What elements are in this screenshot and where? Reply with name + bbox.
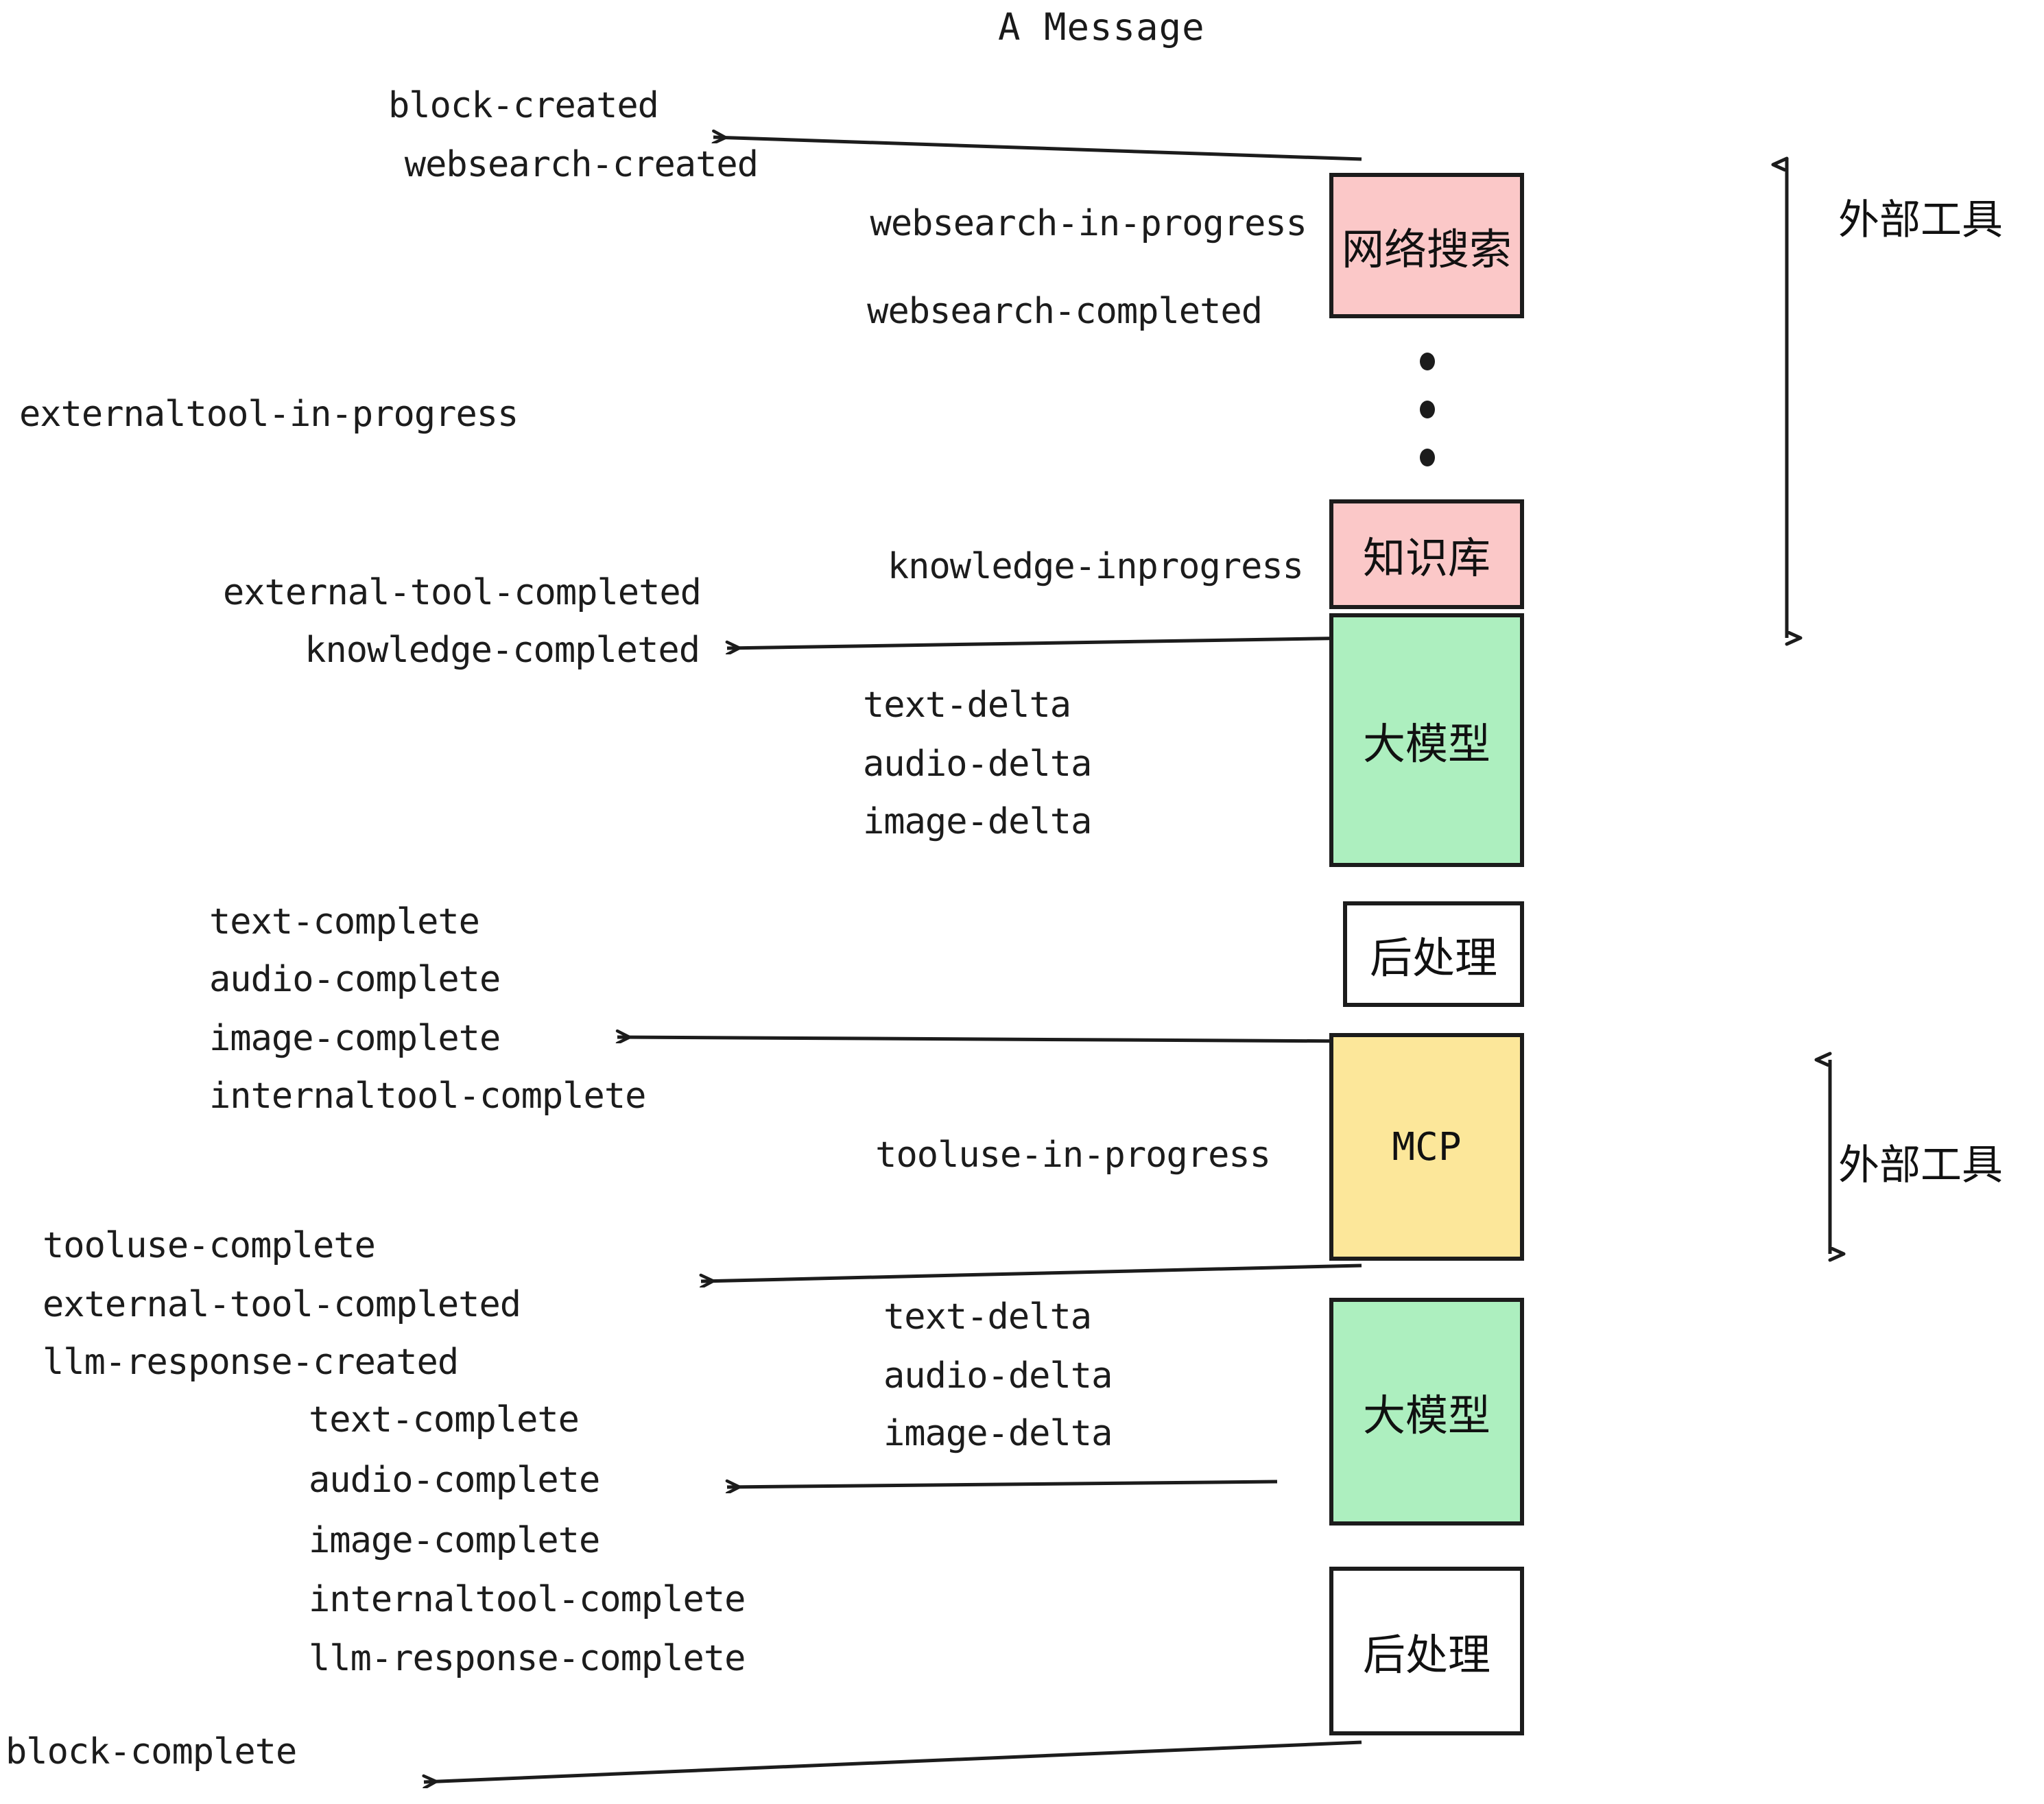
event-label-block-created: block-created xyxy=(388,85,659,126)
event-label-image-delta-2: image-delta xyxy=(883,1413,1113,1454)
event-label-knowledge-completed: knowledge-completed xyxy=(305,630,700,671)
event-label-llm-response-created: llm-response-created xyxy=(43,1342,459,1383)
arrow-image-complete xyxy=(617,1037,1362,1041)
event-label-externaltool-in-progress: externaltool-in-progress xyxy=(19,394,519,435)
box-label: 知识库 xyxy=(1362,533,1490,583)
box-label: 后处理 xyxy=(1362,1630,1490,1680)
event-label-text-delta-2: text-delta xyxy=(883,1296,1092,1338)
event-label-tooluse-in-progress: tooluse-in-progress xyxy=(875,1135,1271,1176)
box-postprocess-1: 后处理 xyxy=(1343,901,1524,1007)
box-mcp: MCP xyxy=(1329,1033,1524,1261)
arrow-tooluse-complete xyxy=(701,1263,1362,1281)
event-label-external-tool-completed-1: external-tool-completed xyxy=(222,572,702,613)
event-label-tooluse-complete: tooluse-complete xyxy=(43,1225,376,1266)
event-label-image-complete-2: image-complete xyxy=(309,1520,600,1561)
event-label-websearch-created: websearch-created xyxy=(404,144,759,185)
page-title: A Message xyxy=(998,5,1205,49)
box-label: MCP xyxy=(1392,1124,1462,1170)
dot-3 xyxy=(1420,449,1435,466)
event-label-websearch-completed: websearch-completed xyxy=(867,291,1263,332)
event-label-block-complete: block-complete xyxy=(5,1731,297,1772)
box-llm-2: 大模型 xyxy=(1329,1298,1524,1526)
side-label-external-tool-bottom: 外部工具 xyxy=(1838,1141,2003,1189)
dot-1 xyxy=(1420,353,1435,370)
event-label-external-tool-completed-2: external-tool-completed xyxy=(43,1284,521,1325)
arrow-knowledge-completed xyxy=(727,636,1362,648)
event-label-image-complete-1: image-complete xyxy=(209,1018,501,1059)
event-label-knowledge-inprogress: knowledge-inprogress xyxy=(887,546,1304,587)
event-label-audio-complete-1: audio-complete xyxy=(209,959,501,1000)
arrow-audio-complete xyxy=(727,1482,1278,1487)
box-postprocess-2: 后处理 xyxy=(1329,1567,1524,1735)
box-llm-1: 大模型 xyxy=(1329,613,1524,867)
event-label-text-delta-1: text-delta xyxy=(863,685,1071,726)
dot-2 xyxy=(1420,401,1435,418)
event-label-audio-delta-2: audio-delta xyxy=(883,1355,1113,1397)
arrow-block-complete xyxy=(424,1740,1362,1782)
box-label: 大模型 xyxy=(1362,1390,1490,1440)
event-label-websearch-in-progress: websearch-in-progress xyxy=(870,203,1307,244)
box-knowledge: 知识库 xyxy=(1329,499,1524,609)
box-websearch: 网络搜索 xyxy=(1329,173,1524,318)
event-label-text-complete-1: text-complete xyxy=(209,901,480,942)
box-label: 大模型 xyxy=(1362,719,1490,769)
arrow-block-created xyxy=(713,137,1362,161)
box-label: 后处理 xyxy=(1369,933,1497,983)
event-label-audio-complete-2: audio-complete xyxy=(309,1460,600,1501)
event-label-internaltool-complete-2: internaltool-complete xyxy=(309,1579,746,1620)
event-label-internaltool-complete-1: internaltool-complete xyxy=(209,1076,646,1117)
side-label-external-tool-top: 外部工具 xyxy=(1838,196,2003,244)
event-label-text-complete-2: text-complete xyxy=(309,1399,580,1440)
box-label: 网络搜索 xyxy=(1341,224,1512,274)
event-label-llm-response-complete: llm-response-complete xyxy=(309,1638,746,1679)
event-label-image-delta-1: image-delta xyxy=(863,801,1092,842)
event-label-audio-delta-1: audio-delta xyxy=(863,744,1092,785)
